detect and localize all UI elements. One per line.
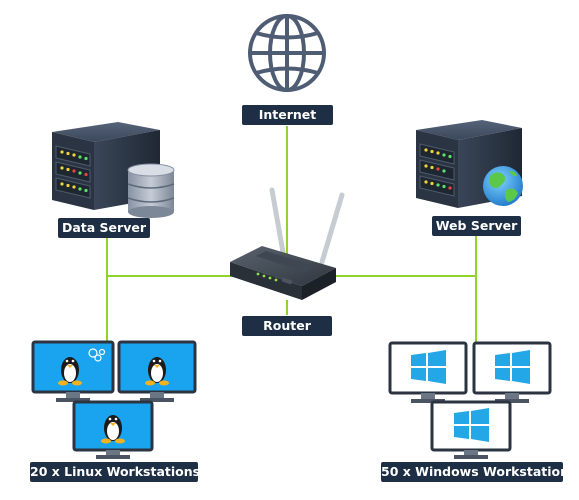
globe-icon [248,14,326,92]
windows-workstations-group [388,341,552,459]
linux-penguin-monitor-icon [72,400,154,459]
windows-workstations-label: 50 x Windows Workstations [381,462,576,482]
web-server-label: Web Server [432,216,521,236]
windows-logo-monitor-icon [430,400,512,459]
wifi-router-icon [230,187,345,300]
windows-logo-monitor-icon [472,341,552,403]
server-with-database-icon [52,122,175,218]
data-server-label: Data Server [58,218,150,238]
internet-label: Internet [242,105,333,125]
linux-workstations-group [31,340,197,459]
windows-logo-monitor-icon [388,341,468,403]
server-with-earth-globe-icon [416,120,523,208]
router-label: Router [242,316,332,336]
linux-penguin-monitor-icon [31,340,115,402]
linux-penguin-monitor-icon [117,340,197,402]
linux-workstations-label: 20 x Linux Workstations [30,462,200,482]
